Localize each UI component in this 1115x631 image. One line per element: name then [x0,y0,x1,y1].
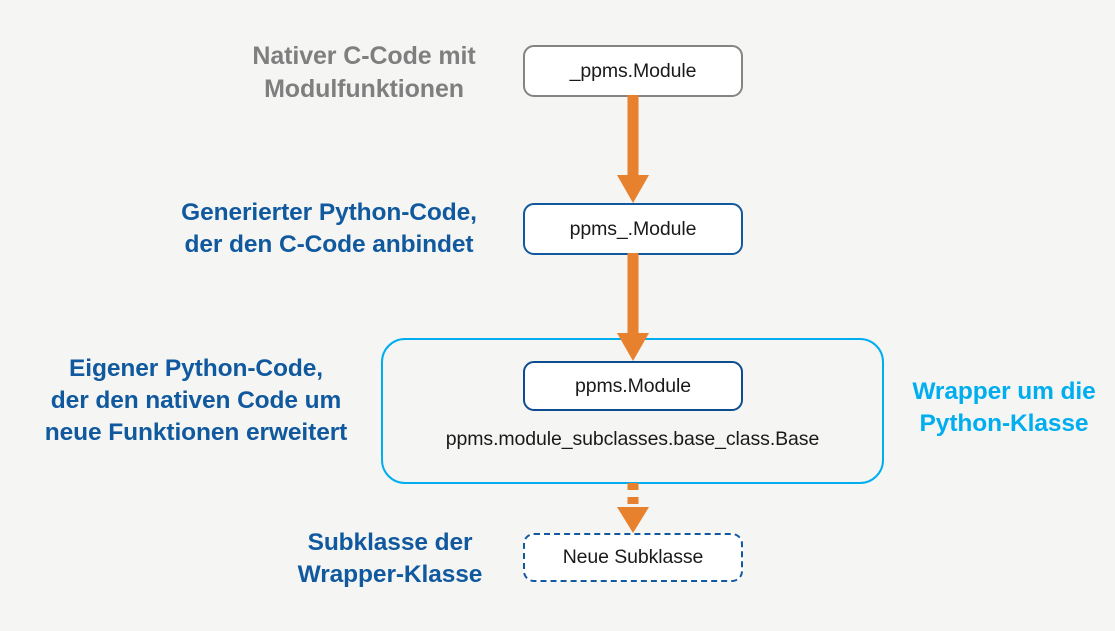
annotation-own-python-code: Eigener Python-Code, der den nativen Cod… [44,355,348,446]
annotation-generated-python-code: Generierter Python-Code, der den C-Code … [181,199,477,258]
node-native-ppms-module[interactable]: _ppms.Module [523,45,743,97]
annotation-native-c-code: Nativer C-Code mit Modulfunktionen [252,42,476,103]
arrow-native-to-generated-icon [617,95,649,203]
node-base-class-path: ppms.module_subclasses.base_class.Base [445,428,820,450]
annotation-wrapper-around-python-class: Wrapper um die Python-Klasse [912,378,1096,437]
node-new-subclass[interactable]: Neue Subklasse [523,533,743,582]
arrow-wrapper-to-subclass-icon [617,483,649,533]
wrapper-container-box [381,338,884,484]
annotation-subclass-of-wrapper-class: Subklasse der Wrapper-Klasse [297,529,483,588]
node-generated-ppms-module[interactable]: ppms_.Module [523,203,743,255]
node-ppms-module[interactable]: ppms.Module [523,361,743,411]
